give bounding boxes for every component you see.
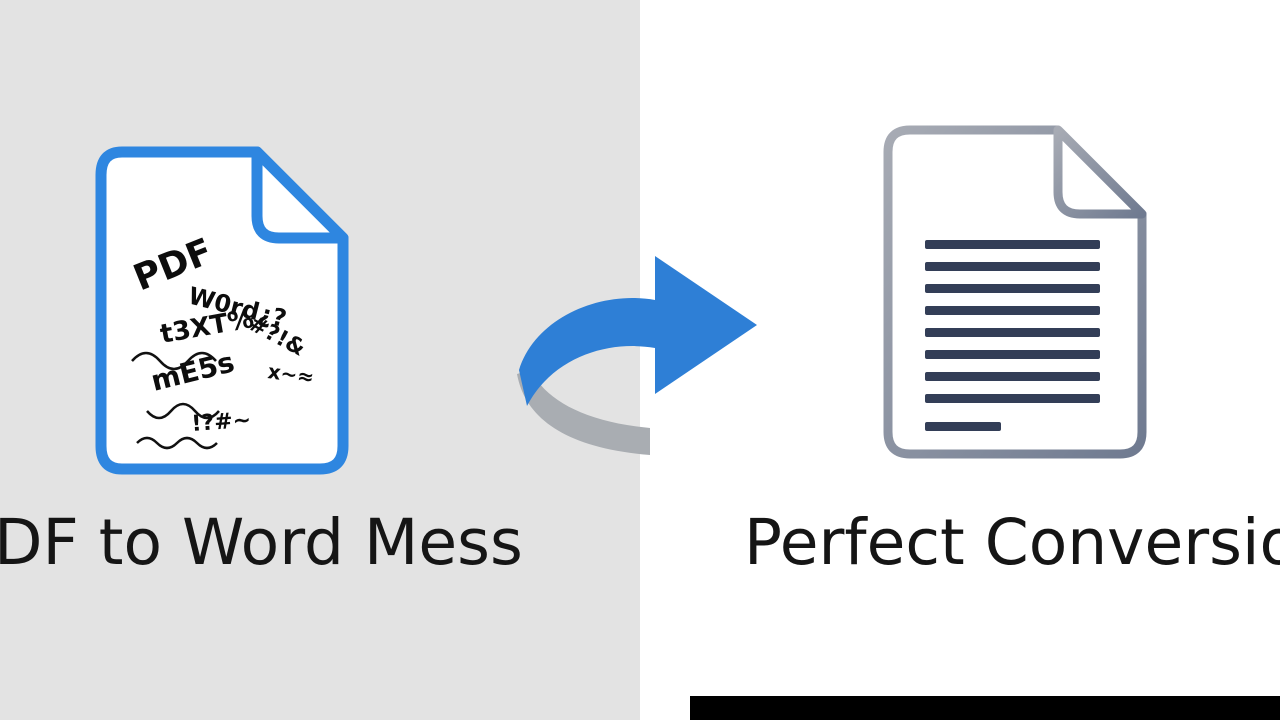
text-line [925, 262, 1100, 271]
text-line [925, 306, 1100, 315]
bottom-black-bar [690, 696, 1280, 720]
garbled-squiggle [131, 351, 217, 371]
text-line [925, 394, 1100, 403]
clean-document-fold [1053, 125, 1147, 219]
conversion-arrow-icon [517, 256, 757, 455]
text-line [925, 328, 1100, 337]
text-line [925, 350, 1100, 359]
text-line-short [925, 422, 1001, 431]
arrow-body [519, 256, 757, 406]
messy-document-fold [251, 146, 349, 244]
arrow-underside [517, 370, 650, 455]
document-text-lines [925, 240, 1100, 431]
garbled-squiggle [136, 436, 218, 450]
text-line [925, 372, 1100, 381]
left-caption: DF to Word Mess [0, 506, 523, 579]
garbled-squiggle [146, 402, 220, 420]
right-caption: Perfect Conversio [744, 506, 1280, 579]
clean-document-icon [883, 125, 1147, 459]
messy-document-icon: PDF W0rd¿? t3XT% #?!& mE5s x~≈ !?#~ [95, 146, 349, 475]
text-line [925, 284, 1100, 293]
garbled-text-line: !?#~ [191, 408, 252, 437]
text-line [925, 240, 1100, 249]
